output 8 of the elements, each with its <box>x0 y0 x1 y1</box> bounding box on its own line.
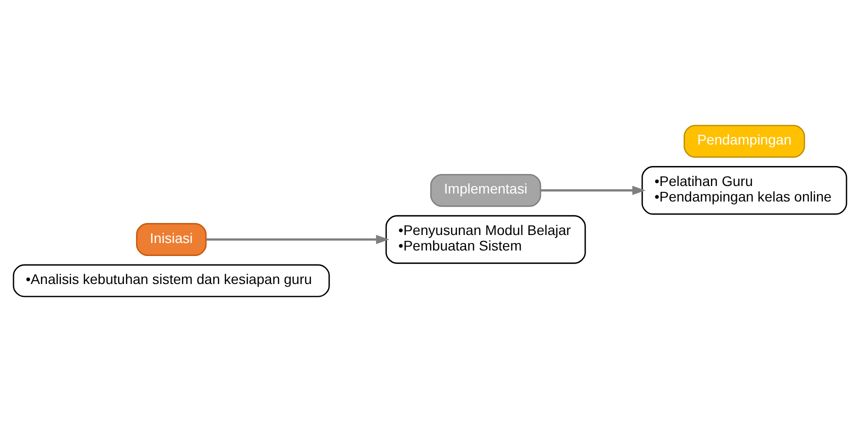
node-box: •Penyusunan Modul Belajar •Pembuatan Sistem <box>386 214 586 264</box>
node-box: Inisiasi <box>136 222 207 256</box>
node-box: •Analisis kebutuhan sistem dan kesiapan guru <box>12 264 330 297</box>
node-box: •Pelatihan Guru •Pendampingan kelas online <box>642 166 848 214</box>
node-box: Pendampingan <box>684 124 806 158</box>
arrow <box>206 234 390 244</box>
arrow <box>540 185 646 194</box>
node-box: Implementasi <box>430 173 542 206</box>
